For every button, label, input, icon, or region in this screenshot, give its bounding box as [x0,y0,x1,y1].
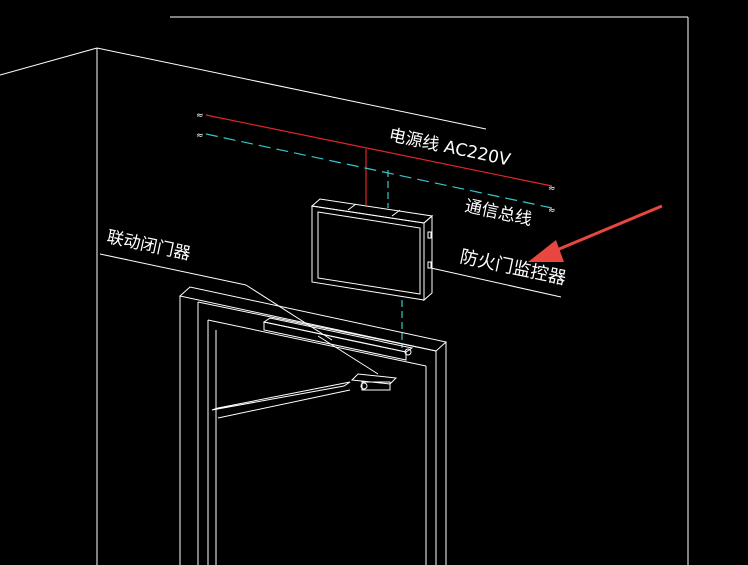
leader-lines [99,253,562,341]
fire-door-monitor-box [310,198,434,302]
label-power-line: 电源线 AC220V [387,125,512,170]
break-symbol-left-power: ≈ [196,111,204,121]
callout-arrow [528,204,663,262]
drawing-frame [170,16,689,565]
break-symbol-right-power: ≈ [548,184,556,194]
wall-outline [0,47,487,565]
break-symbol-right-bus: ≈ [548,206,556,216]
door-frame [178,286,448,565]
power-line: ≈ ≈ [196,111,556,205]
break-symbol-left-bus: ≈ [196,131,204,141]
door-closer [262,317,414,391]
door-leaf [211,381,351,419]
communication-bus: ≈ ≈ [196,131,556,348]
label-linked-door-closer: 联动闭门器 [105,227,192,264]
